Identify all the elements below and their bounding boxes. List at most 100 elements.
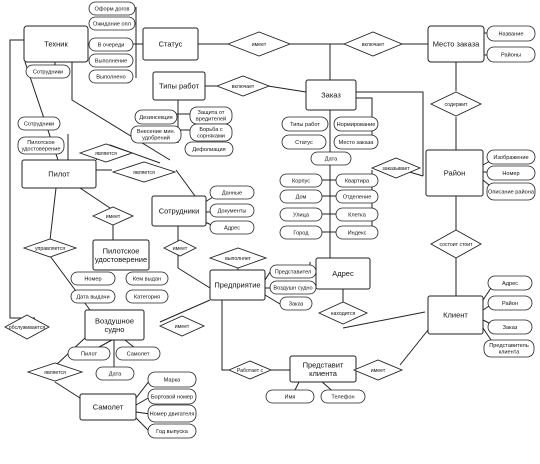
entity-pilot bbox=[21, 159, 97, 189]
attribute-a7 bbox=[486, 25, 536, 42]
attribute-label-a24: Корпус bbox=[292, 178, 310, 184]
connector bbox=[267, 85, 307, 93]
attribute-a2 bbox=[88, 1, 136, 16]
relationship-label-r2: включает bbox=[362, 42, 385, 48]
relationship-r10 bbox=[22, 238, 78, 258]
attribute-a11 bbox=[130, 125, 182, 144]
connector bbox=[221, 300, 232, 371]
attribute-a53 bbox=[147, 404, 197, 423]
attribute-label-a36: Кем выдан bbox=[133, 276, 161, 282]
attribute-label-a9: Дезинсекция bbox=[139, 115, 172, 121]
relationship-r17 bbox=[227, 360, 273, 380]
attribute-a8 bbox=[486, 46, 536, 63]
attribute-label-a50: Телефон bbox=[331, 394, 354, 400]
connector bbox=[159, 299, 211, 323]
attribute-label-a35: Номер bbox=[84, 276, 101, 282]
attribute-label-a16: Типы работ bbox=[290, 122, 320, 128]
attribute-a45 bbox=[483, 339, 535, 358]
relationship-r16 bbox=[26, 362, 84, 382]
attribute-a54 bbox=[147, 423, 197, 439]
attribute-a5 bbox=[88, 53, 134, 68]
relationship-label-r3: включает bbox=[232, 84, 255, 90]
entity-mesto bbox=[427, 25, 485, 63]
relationship-label-r1: имеет bbox=[252, 42, 267, 48]
relationship-label-r6: является bbox=[133, 170, 155, 176]
entity-tipy bbox=[152, 71, 206, 101]
attribute-label-a18: Статус bbox=[295, 140, 313, 146]
attribute-label-a8: Районы bbox=[501, 51, 521, 58]
attribute-a32 bbox=[209, 185, 255, 200]
relationship-r1 bbox=[226, 31, 292, 57]
attribute-label-a25: Квартира bbox=[345, 178, 370, 184]
attribute-a16 bbox=[281, 116, 329, 132]
attribute-label-a43: Район bbox=[502, 300, 518, 307]
connector bbox=[264, 271, 271, 281]
relationship-label-r18: имеет bbox=[371, 368, 386, 374]
attribute-a50 bbox=[320, 389, 366, 404]
relationship-r7 bbox=[370, 157, 422, 179]
attribute-label-a49: Имя bbox=[285, 394, 296, 400]
relationship-label-r11: имеет bbox=[173, 246, 188, 252]
attribute-a33 bbox=[209, 203, 255, 218]
attribute-label-a22: Номер bbox=[502, 171, 519, 177]
attribute-a3 bbox=[88, 16, 136, 31]
attribute-a25 bbox=[335, 173, 379, 188]
attribute-label-a29: Клетка bbox=[348, 212, 367, 218]
relationship-r11 bbox=[162, 239, 198, 257]
entity-label-adres: Адрес bbox=[332, 269, 354, 278]
attribute-label-a53: Номер двигателя bbox=[150, 411, 195, 417]
relationship-r9 bbox=[430, 229, 482, 259]
attribute-a1 bbox=[25, 64, 71, 79]
attribute-label-a17: Нормирование bbox=[337, 122, 376, 128]
relationship-label-r5: является bbox=[95, 151, 117, 157]
attribute-a41 bbox=[279, 296, 313, 311]
attribute-a15 bbox=[17, 136, 65, 155]
attribute-label-a3: Ожидание опл bbox=[93, 21, 131, 27]
attribute-label-a44: Заказ bbox=[503, 325, 518, 331]
entity-status bbox=[142, 27, 199, 61]
entity-label-samolet: Самолет bbox=[93, 403, 124, 412]
attribute-label-a30: Город bbox=[293, 230, 309, 236]
attribute-label-a5: Выполнение bbox=[95, 58, 128, 64]
attribute-label-a4: В очереди bbox=[98, 42, 125, 48]
attribute-a22 bbox=[486, 165, 536, 181]
attribute-a20 bbox=[310, 151, 352, 166]
attribute-a13 bbox=[184, 141, 234, 157]
entity-label-pilot: Пилот bbox=[48, 170, 70, 179]
attribute-label-a41: Заказ bbox=[289, 301, 304, 307]
entity-label-klient: Клиент bbox=[443, 311, 468, 320]
entity-pilud bbox=[92, 239, 150, 271]
attribute-a37 bbox=[70, 289, 116, 304]
attribute-a14 bbox=[17, 116, 61, 131]
relationship-r14 bbox=[4, 314, 50, 340]
relationship-label-r15: имеет bbox=[175, 324, 190, 330]
attribute-label-a40: Воздушн судно bbox=[273, 285, 312, 291]
relationship-r12 bbox=[208, 247, 268, 269]
attribute-label-a54: Год выпуска bbox=[156, 429, 189, 435]
attribute-label-a14: Сотрудники bbox=[24, 121, 54, 127]
attribute-label-a23: Описание района bbox=[488, 188, 535, 195]
attribute-a28 bbox=[279, 207, 323, 222]
connector bbox=[49, 187, 57, 241]
attribute-a40 bbox=[269, 280, 317, 295]
attribute-a29 bbox=[335, 207, 379, 222]
attribute-label-a42: Адрес bbox=[502, 281, 518, 287]
attribute-label-a39: Представител bbox=[275, 269, 312, 275]
connector bbox=[355, 91, 424, 176]
attribute-label-a7: Название bbox=[499, 31, 524, 37]
relationship-label-r16: является bbox=[44, 370, 66, 376]
attribute-a48 bbox=[95, 366, 135, 381]
attribute-label-a11: Внесение мин.удобрений bbox=[137, 129, 176, 141]
attribute-a9 bbox=[134, 109, 178, 125]
entity-label-tehnik: Техник bbox=[44, 40, 68, 49]
entity-label-zakaz: Заказ bbox=[321, 91, 341, 100]
entity-samolet bbox=[79, 393, 137, 421]
entity-zakaz bbox=[305, 79, 357, 111]
attribute-label-a46: Пилот bbox=[81, 351, 97, 357]
entity-label-tipy: Типы работ bbox=[159, 82, 200, 91]
relationship-label-r4: содержит bbox=[445, 102, 469, 108]
